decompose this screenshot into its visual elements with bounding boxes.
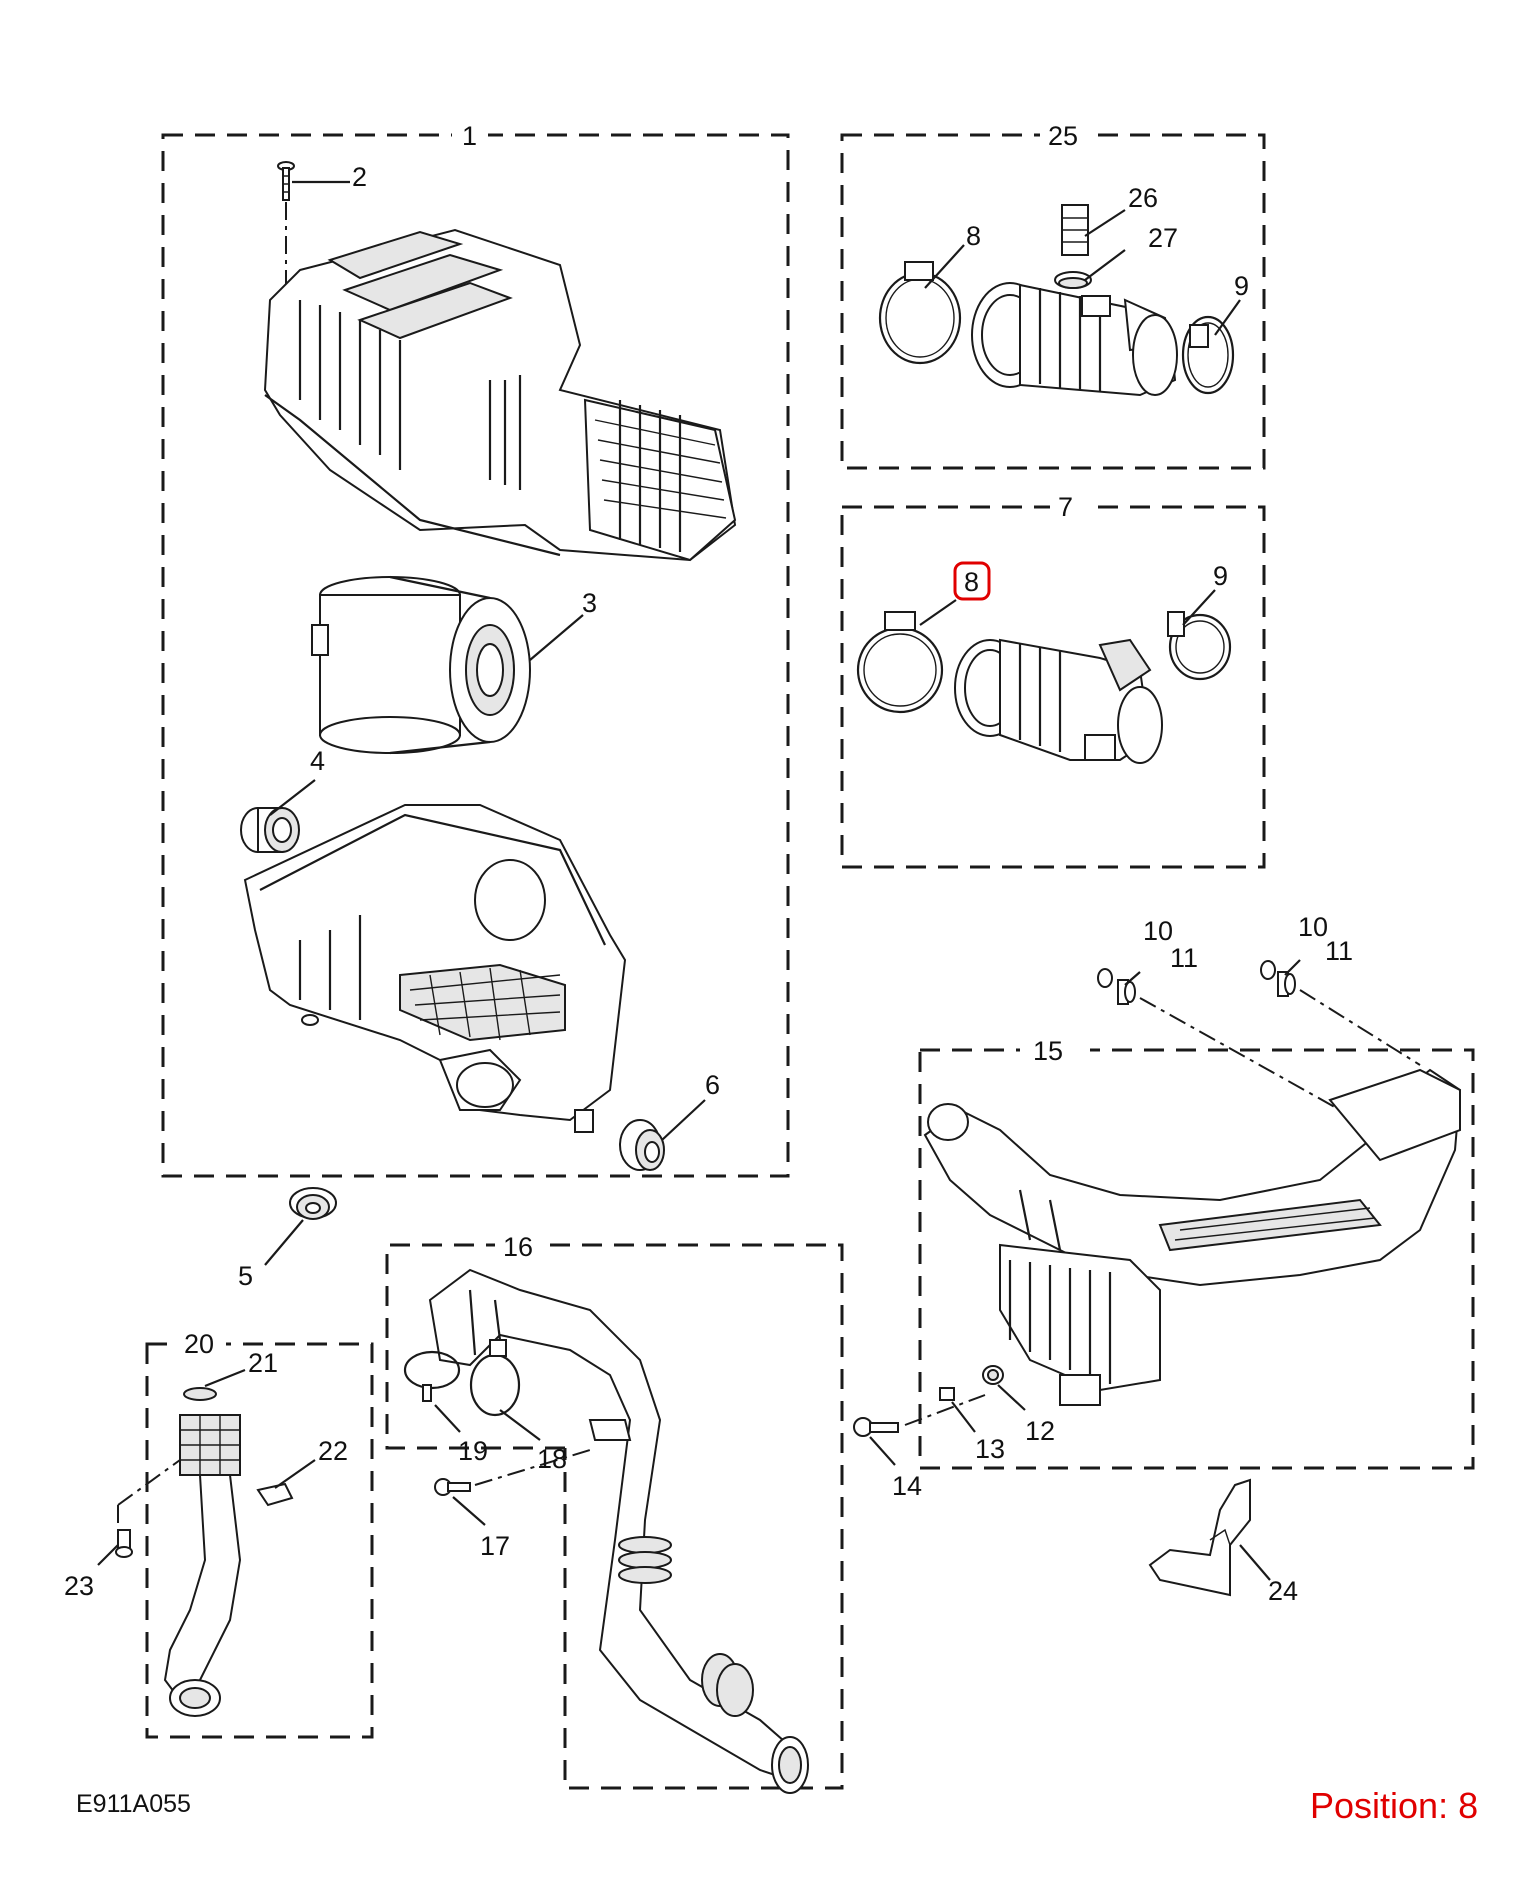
hose-clamp-part-19 xyxy=(403,1350,461,1402)
callout-2: 2 xyxy=(352,162,367,192)
spacer-part-13 xyxy=(939,1387,955,1401)
callout-15: 15 xyxy=(1033,1036,1063,1066)
connector-part-26 xyxy=(1061,204,1089,256)
seal-part-4 xyxy=(240,807,300,853)
callout-10-right: 10 xyxy=(1298,912,1328,942)
callout-5: 5 xyxy=(238,1261,253,1291)
callout-8-highlighted: 8 xyxy=(964,567,979,597)
hose-clamp-part-8-upper xyxy=(878,261,962,365)
seal-part-21 xyxy=(183,1387,217,1401)
hose-clamp-part-9-upper xyxy=(1181,315,1235,395)
group-box-1 xyxy=(161,122,790,1178)
callout-17: 17 xyxy=(480,1531,510,1561)
group-box-25 xyxy=(840,122,1266,470)
air-filter-element-part-3 xyxy=(311,575,531,755)
callout-20: 20 xyxy=(184,1329,214,1359)
callout-3: 3 xyxy=(582,588,597,618)
callout-9-middle: 9 xyxy=(1213,561,1228,591)
callout-4: 4 xyxy=(310,746,325,776)
callout-22: 22 xyxy=(318,1436,348,1466)
callout-14: 14 xyxy=(892,1471,922,1501)
leader-lines xyxy=(97,180,1301,1581)
push-pin-part-11-right xyxy=(1277,971,1296,997)
callout-16: 16 xyxy=(503,1232,533,1262)
position-highlight-box xyxy=(953,561,991,601)
bolt-part-17 xyxy=(434,1449,591,1496)
callout-11-left: 11 xyxy=(1170,943,1198,973)
intake-hose-upper xyxy=(971,282,1178,397)
callout-labels: 1 2 3 4 5 6 25 26 27 8 9 7 8 9 10 11 10 … xyxy=(64,121,1353,1606)
callout-19: 19 xyxy=(458,1436,488,1466)
callout-27: 27 xyxy=(1148,223,1178,253)
grommet-part-5 xyxy=(289,1187,337,1220)
bolt-part-14 xyxy=(853,1394,986,1437)
position-label: Position: 8 xyxy=(1310,1785,1478,1826)
group-box-16 xyxy=(385,1232,844,1790)
callout-7: 7 xyxy=(1058,492,1073,522)
intake-hose-middle xyxy=(954,638,1163,764)
bolt-part-23 xyxy=(115,1459,181,1558)
air-cleaner-lower-housing xyxy=(243,804,627,1133)
grommet-part-6 xyxy=(619,1119,665,1171)
clip-part-10-left xyxy=(1097,968,1113,988)
callout-13: 13 xyxy=(975,1434,1005,1464)
group-box-15 xyxy=(918,1037,1475,1470)
hose-clamp-part-8-highlighted xyxy=(856,611,944,714)
callout-11-right: 11 xyxy=(1325,936,1353,966)
callout-26: 26 xyxy=(1128,183,1158,213)
grommet-part-12 xyxy=(982,1365,1004,1385)
callout-18: 18 xyxy=(537,1444,567,1474)
drawing-code: E911A055 xyxy=(76,1790,191,1818)
callout-1: 1 xyxy=(462,121,477,151)
hose-clamp-part-18 xyxy=(469,1339,521,1417)
callout-6: 6 xyxy=(705,1070,720,1100)
hose-part-16 xyxy=(428,1268,809,1794)
callout-10-left: 10 xyxy=(1143,916,1173,946)
assembly-line-11-right xyxy=(1299,989,1421,1066)
group-box-7 xyxy=(840,494,1266,869)
callout-21: 21 xyxy=(248,1348,278,1378)
bracket-part-24 xyxy=(1148,1478,1251,1597)
air-intake-duct xyxy=(923,1068,1462,1406)
callout-9-upper: 9 xyxy=(1234,271,1249,301)
callout-24: 24 xyxy=(1268,1576,1298,1606)
callout-25: 25 xyxy=(1048,121,1078,151)
callout-8-upper: 8 xyxy=(966,221,981,251)
callout-23: 23 xyxy=(64,1571,94,1601)
callout-12: 12 xyxy=(1025,1416,1055,1446)
clip-part-10-right xyxy=(1260,960,1276,980)
hose-clamp-part-9-middle xyxy=(1167,611,1232,681)
group-box-20 xyxy=(145,1331,374,1739)
hose-part-20 xyxy=(163,1414,242,1717)
air-cleaner-upper-housing xyxy=(263,228,737,562)
grommet-part-27 xyxy=(1054,271,1092,289)
assembly-line-11-left xyxy=(1139,997,1341,1111)
